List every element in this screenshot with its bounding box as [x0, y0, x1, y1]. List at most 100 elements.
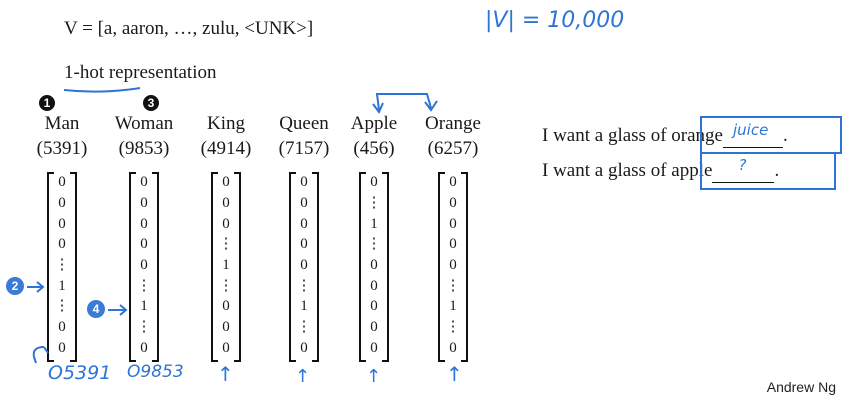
word-orange: Orange	[425, 113, 481, 134]
vector-cell: 0	[300, 236, 308, 253]
vector-cell: 0	[58, 236, 66, 253]
sentence-1-word: orange	[671, 125, 723, 146]
vector-cell: ⋮	[366, 236, 382, 253]
vector-cell: ⋮	[445, 319, 461, 335]
vector-cell: ⋮	[54, 257, 70, 273]
vector-cell: 0	[370, 339, 378, 356]
vector-cell: ⋮	[218, 236, 234, 253]
vector-cell: ⋮	[136, 319, 152, 335]
credit: Andrew Ng	[766, 379, 836, 395]
vector-cell: ⋮	[136, 277, 152, 294]
vector-cell: 0	[300, 195, 308, 211]
vector-cell: 0	[222, 174, 230, 191]
vector-cell: 0	[58, 319, 66, 335]
word-queen: Queen	[279, 113, 329, 134]
onehot-underline	[63, 87, 141, 93]
vector-cell: 0	[222, 195, 230, 211]
vector-cell: 0	[370, 257, 378, 273]
vocab-size-note: |V| = 10,000	[485, 8, 625, 33]
vector-cell: 0	[370, 277, 378, 294]
vector-cell: 0	[449, 339, 457, 356]
sentence-1-box	[700, 116, 842, 154]
index-orange: (6257)	[427, 138, 479, 159]
word-apple: Apple	[350, 113, 398, 134]
vector-cell: 0	[449, 236, 457, 253]
word-woman: Woman	[114, 113, 174, 134]
vector-cell: 1	[370, 215, 378, 232]
vector-cell: 1	[140, 298, 148, 315]
label-o9853: O9853	[127, 362, 184, 382]
sentence-2: I want a glass of apple? .	[542, 156, 780, 183]
vector-cell: 1	[449, 298, 457, 315]
up-arrow-orange: ↑	[446, 362, 463, 386]
badge-woman: 3	[143, 95, 159, 111]
vector-cell: 0	[140, 195, 148, 211]
vector-cell: 1	[222, 257, 230, 273]
sentence-1-fill: juice	[732, 121, 769, 139]
vector-cell: 0	[140, 236, 148, 253]
vector-cell: 0	[222, 319, 230, 335]
vector-cell: ⋮	[296, 319, 312, 335]
vector-cell: 0	[58, 339, 66, 356]
vector-cell: ⋮	[218, 277, 234, 294]
sentence-2-blank: ?	[712, 156, 775, 183]
index-queen: (7157)	[278, 138, 330, 159]
up-arrow-king: ↑	[217, 362, 234, 386]
vector-cell: 0	[140, 215, 148, 232]
vector-cell: 0	[449, 195, 457, 211]
onehot-vector-woman: 0 0 0 0 0 ⋮ 1 ⋮ 0	[129, 172, 159, 362]
sentence-2-fill: ?	[738, 156, 747, 174]
vector-cell: 0	[222, 215, 230, 232]
man-curl-arrow	[32, 346, 49, 364]
word-king: King	[207, 113, 245, 134]
vector-cell: ⋮	[445, 277, 461, 294]
marker-man: 2	[6, 277, 24, 295]
vector-cell: 0	[58, 174, 66, 191]
vector-cell: ⋮	[366, 195, 382, 211]
marker-woman-arrow	[108, 304, 128, 316]
sentence-2-word: apple	[671, 160, 713, 181]
vector-cell: 0	[58, 215, 66, 232]
sentence-2-prefix: I want a glass of	[542, 160, 672, 181]
sentence-1-prefix: I want a glass of	[542, 125, 672, 146]
vector-cell: 0	[140, 257, 148, 273]
index-man: (5391)	[36, 138, 88, 159]
index-woman: (9853)	[118, 138, 170, 159]
onehot-vector-man: 0 0 0 0 ⋮ 1 ⋮ 0 0	[47, 172, 77, 362]
apple-orange-link-arrow	[372, 93, 438, 114]
vector-cell: 0	[222, 298, 230, 315]
sentence-1-blank: juice	[722, 121, 783, 148]
onehot-vector-king: 0 0 0 ⋮ 1 ⋮ 0 0 0	[211, 172, 241, 362]
marker-woman: 4	[87, 300, 105, 318]
vector-cell: 0	[140, 339, 148, 356]
vector-cell: 0	[300, 174, 308, 191]
vector-cell: 0	[370, 174, 378, 191]
sentence-1-end: .	[782, 125, 788, 146]
vector-cell: 0	[300, 339, 308, 356]
vector-cell: ⋮	[296, 277, 312, 294]
vector-cell: 0	[222, 339, 230, 356]
vector-cell: 0	[370, 298, 378, 315]
sentence-1: I want a glass of orange juice .	[542, 121, 788, 148]
onehot-vector-apple: 0 ⋮ 1 ⋮ 0 0 0 0 0	[359, 172, 389, 362]
index-apple: (456)	[353, 138, 395, 159]
label-o5391: O5391	[48, 362, 112, 384]
vector-cell: 1	[300, 298, 308, 315]
marker-man-arrow	[27, 281, 45, 293]
vector-cell: 0	[300, 215, 308, 232]
vector-cell: 1	[58, 277, 66, 294]
onehot-title: 1-hot representation	[64, 62, 217, 83]
vector-cell: 0	[140, 174, 148, 191]
vector-cell: 0	[370, 319, 378, 335]
vector-cell: ⋮	[54, 298, 70, 315]
sentence-2-end: .	[774, 160, 780, 181]
badge-man: 1	[39, 95, 55, 111]
sentence-2-box	[700, 152, 836, 190]
vector-cell: 0	[58, 195, 66, 211]
word-man: Man	[44, 113, 80, 134]
vector-cell: 0	[449, 215, 457, 232]
index-king: (4914)	[200, 138, 252, 159]
vector-cell: 0	[449, 174, 457, 191]
